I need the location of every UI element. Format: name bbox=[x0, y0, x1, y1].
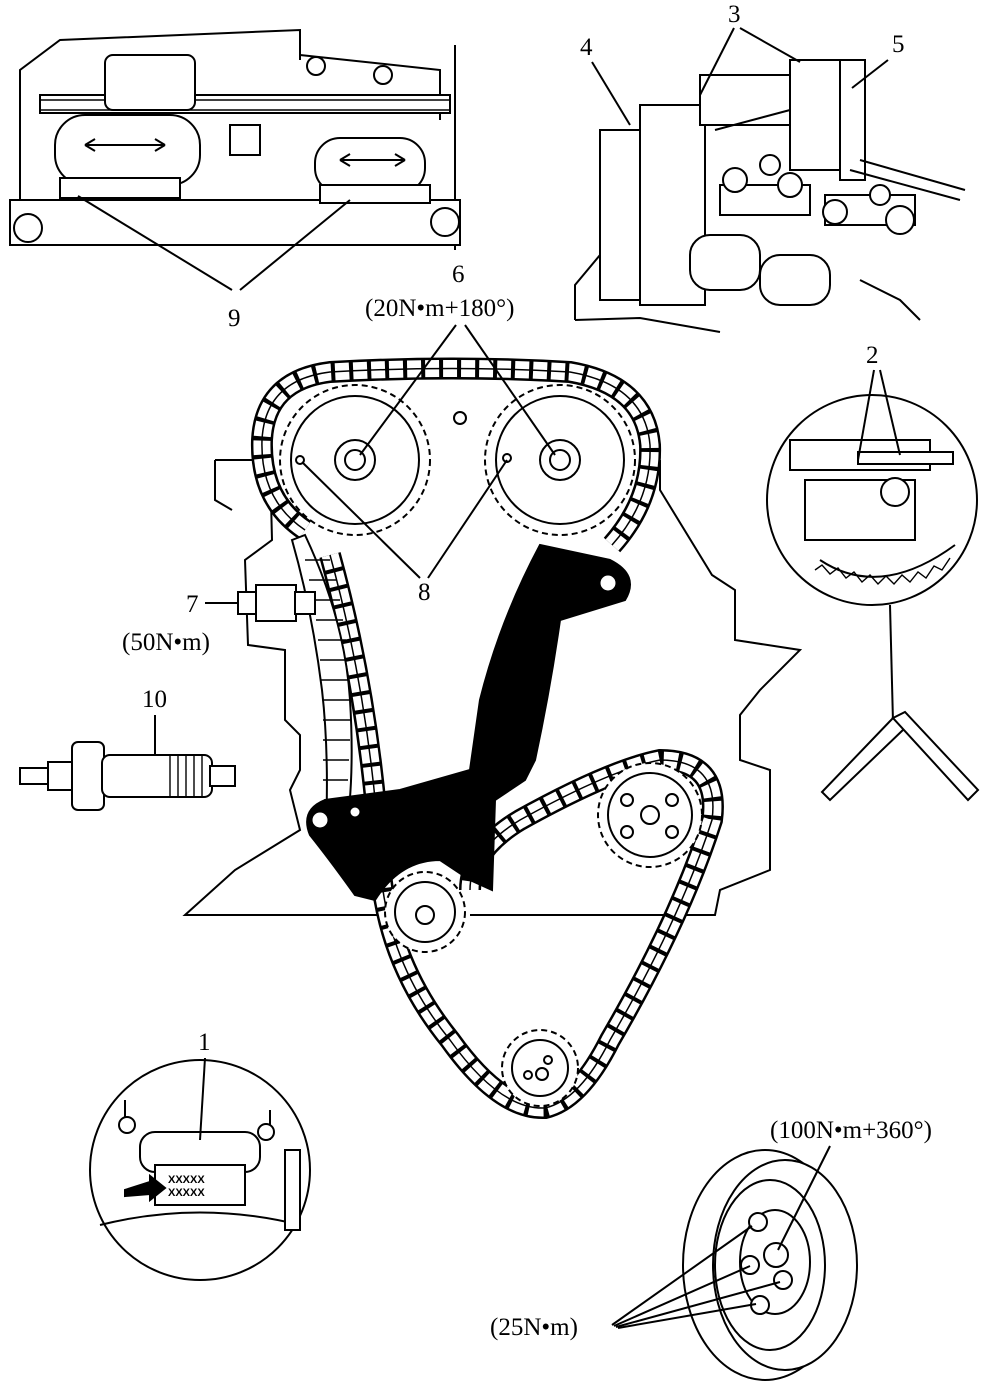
label-9-group: 9 bbox=[77, 195, 351, 332]
label-7-group: 7 (50N•m) bbox=[122, 591, 238, 656]
label-3: 3 bbox=[728, 1, 741, 28]
cam-sprocket-right bbox=[484, 384, 636, 536]
label-6-group: 6 (20N•m+180°) bbox=[359, 261, 556, 456]
tensioner-tool: 10 bbox=[19, 686, 236, 811]
label-1-group: 1 bbox=[198, 1029, 211, 1141]
label-7-torque: (50N•m) bbox=[122, 629, 210, 656]
upper-timing-chain bbox=[250, 357, 662, 553]
pulley-bolt-torque-label: (25N•m) bbox=[490, 1314, 578, 1341]
inset-camshaft-locking-tool bbox=[574, 59, 966, 333]
label-8: 8 bbox=[418, 579, 431, 606]
guide-bolt bbox=[453, 411, 467, 425]
inset-flywheel-marking: XXXXX XXXXX bbox=[89, 1059, 311, 1281]
label-9: 9 bbox=[228, 305, 241, 332]
label-4: 4 bbox=[580, 34, 593, 61]
pulley-bolt-torque-group: (25N•m) bbox=[490, 1225, 781, 1341]
inset-crankshaft-pin bbox=[766, 394, 980, 802]
crankshaft-pulley bbox=[682, 1149, 858, 1381]
label-6-torque: (20N•m+180°) bbox=[365, 295, 515, 322]
chain-tensioner bbox=[237, 584, 316, 622]
lower-idler-sprocket bbox=[384, 871, 466, 953]
engraving-row-2: XXXXX bbox=[168, 1187, 205, 1199]
pulley-bolt-4 bbox=[740, 1255, 760, 1275]
intermediate-sprocket bbox=[597, 762, 703, 868]
label-5: 5 bbox=[892, 31, 905, 58]
locking-pin-handle bbox=[820, 716, 907, 802]
labels-3-4-5: 3 4 5 bbox=[580, 1, 905, 126]
intake-adjuster bbox=[54, 114, 201, 186]
engine-block-outline bbox=[182, 459, 803, 916]
pulley-bolt-1 bbox=[748, 1212, 768, 1232]
label-8-group: 8 bbox=[301, 459, 508, 606]
label-2-group: 2 bbox=[857, 342, 901, 461]
center-bolt bbox=[763, 1242, 789, 1268]
crank-bolt-torque-label: (100N•m+360°) bbox=[770, 1117, 932, 1144]
crankshaft-sprocket bbox=[501, 1029, 579, 1107]
crank-bolt-torque-group: (100N•m+360°) bbox=[770, 1117, 932, 1251]
inset-camshaft-adjusters bbox=[9, 28, 461, 250]
label-10: 10 bbox=[142, 686, 167, 713]
engraving-row-1: XXXXX bbox=[168, 1174, 205, 1186]
marking-arrow bbox=[124, 1173, 167, 1203]
label-1: 1 bbox=[198, 1029, 211, 1056]
cam-sprocket-left bbox=[279, 384, 431, 536]
chain-guide bbox=[306, 543, 631, 902]
label-6: 6 bbox=[452, 261, 465, 288]
label-7: 7 bbox=[186, 591, 199, 618]
pulley-bolt-2 bbox=[773, 1270, 793, 1290]
label-2: 2 bbox=[866, 342, 879, 369]
